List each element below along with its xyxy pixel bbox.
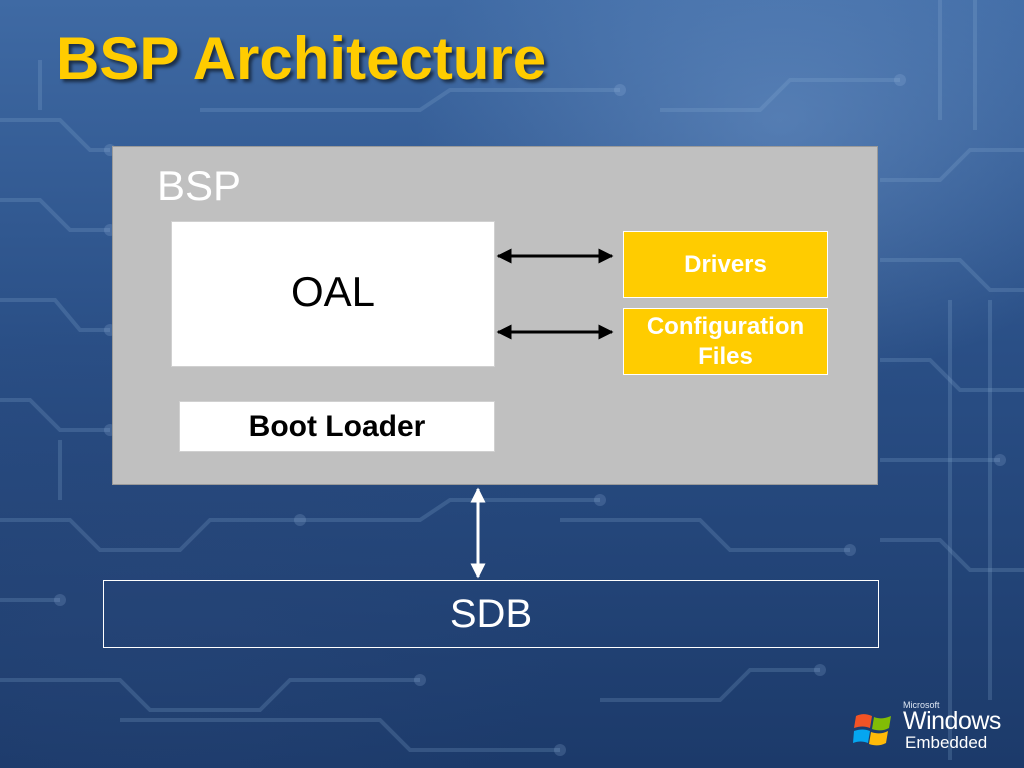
config-label-line1: Configuration: [646, 312, 805, 340]
boot-loader-box: Boot Loader: [179, 401, 495, 452]
logo-maker-text: Microsoft: [903, 700, 940, 710]
sdb-label: SDB: [449, 591, 533, 636]
logo-product-text: Windows: [903, 707, 1001, 735]
drivers-box: Drivers: [623, 231, 828, 298]
slide-title: BSP Architecture: [56, 25, 547, 92]
windows-embedded-logo: Microsoft Windows Embedded: [853, 700, 1013, 756]
boot-loader-label: Boot Loader: [248, 409, 426, 443]
drivers-label: Drivers: [684, 250, 767, 278]
windows-flag-icon: [853, 714, 891, 746]
config-label-line2: Files: [698, 342, 753, 370]
logo-edition-text: Embedded: [905, 733, 988, 752]
bsp-label: BSP: [157, 162, 242, 209]
sdb-box: SDB: [103, 580, 879, 648]
oal-box: [171, 221, 495, 367]
configuration-files-box: Configuration Files: [623, 308, 828, 375]
oal-label: OAL: [290, 268, 376, 315]
